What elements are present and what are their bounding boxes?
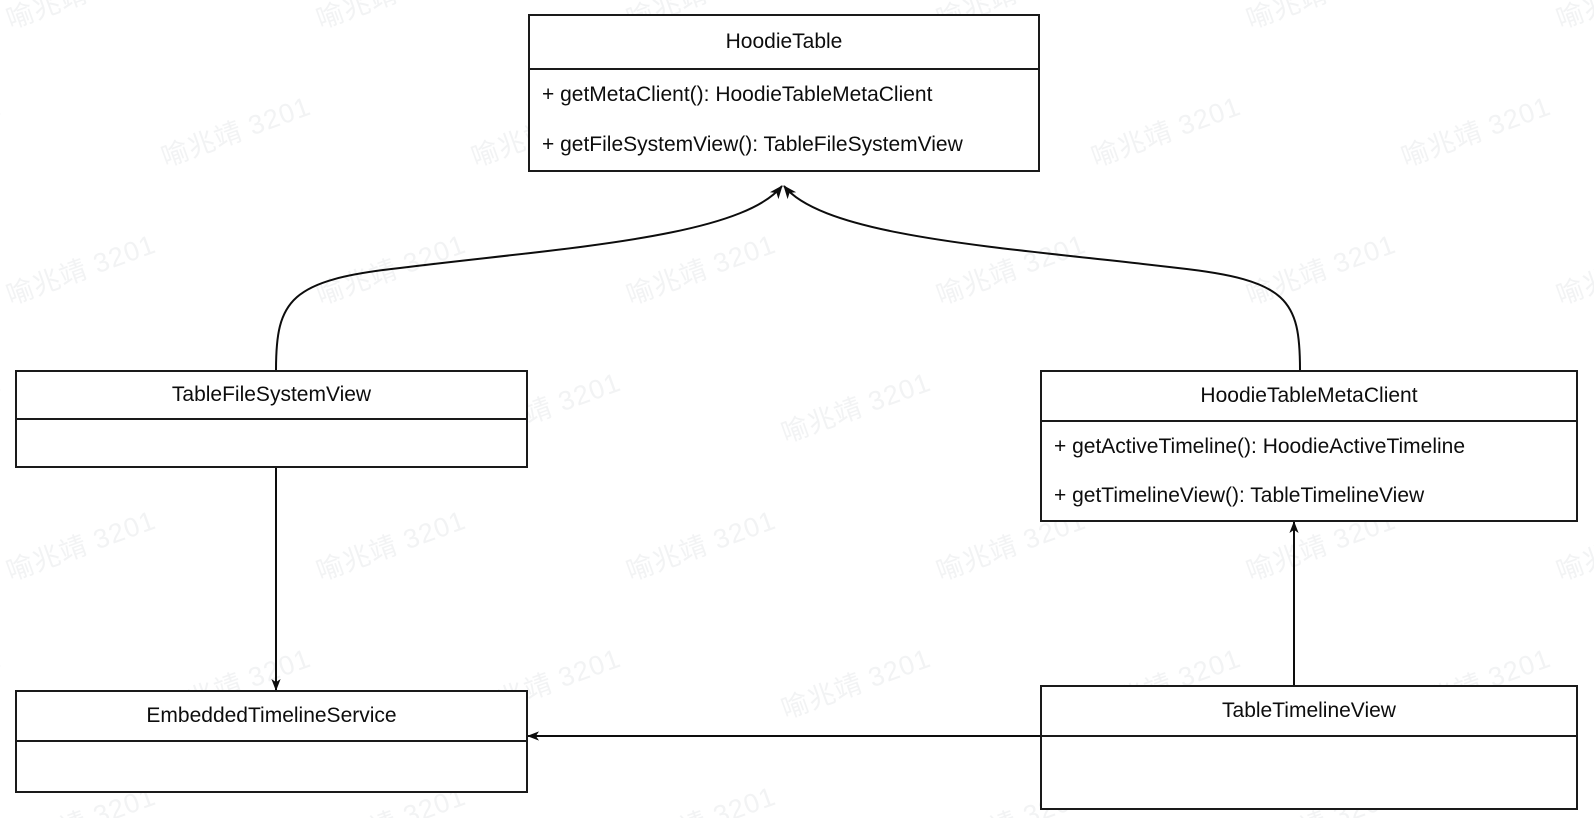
watermark-text: 喻兆靖 3201 [312, 505, 470, 587]
class-member: + getActiveTimeline(): HoodieActiveTimel… [1054, 434, 1466, 458]
class-members-hoodie-table: + getMetaClient(): HoodieTableMetaClient… [530, 70, 1038, 170]
watermark-text: 喻兆靖 3201 [622, 505, 780, 587]
watermark-text: 喻兆靖 3201 [777, 367, 935, 449]
watermark-text: 喻兆靖 3201 [620, 774, 780, 818]
class-members-table-timeline-view [1042, 737, 1576, 808]
relation-tablefilesystemview-to-hoodietable [275, 185, 783, 371]
watermark-text: 喻兆靖 3201 [1552, 229, 1594, 311]
class-member: + getMetaClient(): HoodieTableMetaClient [542, 83, 933, 107]
class-box-table-timeline-view[interactable]: TableTimelineView [1040, 685, 1578, 810]
class-title-hoodie-table-meta-client: HoodieTableMetaClient [1042, 372, 1576, 422]
class-title-hoodie-table: HoodieTable [530, 16, 1038, 70]
relation-hoodietablemetaclient-to-hoodietable [783, 185, 1301, 371]
class-box-hoodie-table-meta-client[interactable]: HoodieTableMetaClient + getActiveTimelin… [1040, 370, 1578, 522]
watermark-text: 喻兆靖 3201 [312, 229, 470, 311]
watermark-text: 喻兆靖 3201 [1397, 91, 1555, 173]
watermark-text: 喻兆靖 3201 [2, 229, 160, 311]
watermark-text: 喻兆靖 3201 [0, 643, 5, 725]
class-box-hoodie-table[interactable]: HoodieTable + getMetaClient(): HoodieTab… [528, 14, 1040, 172]
class-box-table-file-system-view[interactable]: TableFileSystemView [15, 370, 528, 468]
class-member: + getFileSystemView(): TableFileSystemVi… [542, 133, 963, 157]
watermark-text: 喻兆靖 3201 [932, 229, 1090, 311]
class-title-embedded-timeline-service: EmbeddedTimelineService [17, 692, 526, 742]
class-members-hoodie-table-meta-client: + getActiveTimeline(): HoodieActiveTimel… [1042, 422, 1576, 520]
watermark-text: 喻兆靖 3201 [1240, 0, 1400, 37]
watermark-text: 喻兆靖 3201 [622, 229, 780, 311]
watermark-text: 喻兆靖 3201 [157, 91, 315, 173]
watermark-text: 喻兆靖 3201 [0, 91, 5, 173]
watermark-text: 喻兆靖 3201 [310, 0, 470, 37]
class-members-embedded-timeline-service [17, 742, 526, 791]
watermark-text: 喻兆靖 3201 [1242, 229, 1400, 311]
class-box-embedded-timeline-service[interactable]: EmbeddedTimelineService [15, 690, 528, 793]
watermark-text: 喻兆靖 3201 [777, 643, 935, 725]
watermark-text: 喻兆靖 3201 [0, 0, 160, 37]
class-title-table-file-system-view: TableFileSystemView [17, 372, 526, 420]
class-member: + getTimelineView(): TableTimelineView [1054, 483, 1425, 507]
class-title-table-timeline-view: TableTimelineView [1042, 687, 1576, 737]
class-members-table-file-system-view [17, 420, 526, 466]
watermark-text: 喻兆靖 3201 [1087, 91, 1245, 173]
watermark-text: 喻兆靖 3201 [0, 367, 5, 449]
watermark-text: 喻兆靖 3201 [2, 505, 160, 587]
watermark-text: 喻兆靖 3201 [1550, 0, 1594, 37]
